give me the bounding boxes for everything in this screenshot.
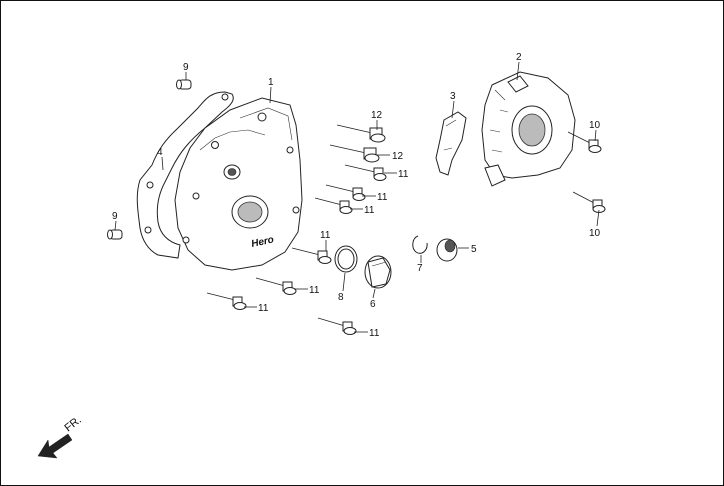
callout-11-e: 11 — [309, 285, 320, 296]
callout-11-a: 11 — [398, 169, 409, 180]
callout-3: 3 — [450, 91, 456, 102]
callout-6: 6 — [370, 299, 376, 310]
callout-11-f: 11 — [258, 303, 269, 314]
part-bolt-11c — [314, 197, 353, 214]
callout-5: 5 — [471, 244, 477, 255]
part-bolt-12a — [336, 124, 386, 143]
part-sprocket-cover — [481, 71, 576, 187]
callout-11-b: 11 — [377, 192, 388, 203]
part-bolt-11b — [325, 184, 366, 201]
part-o-ring-8 — [334, 245, 358, 273]
direction-label: FR. — [62, 414, 83, 434]
callout-11-c: 11 — [364, 205, 375, 216]
part-bolt-11e — [255, 277, 297, 295]
brand-logo: Hero — [250, 234, 275, 249]
part-crankcase-cover: Hero — [174, 97, 303, 271]
callout-11-g: 11 — [369, 328, 380, 339]
callout-labels: 1 2 3 4 5 6 7 8 9 9 10 10 11 11 11 11 11… — [112, 52, 601, 339]
part-bolt-10b — [572, 191, 606, 213]
part-guide-plate — [435, 111, 467, 176]
part-bolt-11d — [291, 247, 332, 264]
callout-8: 8 — [338, 292, 344, 303]
part-bolt-11a — [344, 164, 387, 181]
callout-12-a: 12 — [371, 110, 383, 121]
part-bolt-11f — [206, 292, 247, 310]
part-circlip-7 — [412, 235, 428, 254]
callout-9-top: 9 — [183, 62, 189, 73]
callout-10-upper: 10 — [589, 120, 601, 131]
part-gasket — [136, 91, 234, 259]
part-cap-5 — [436, 238, 458, 262]
callout-7: 7 — [417, 263, 423, 274]
part-bolt-11g — [317, 317, 357, 335]
forward-arrow-icon — [37, 433, 73, 459]
callout-1: 1 — [268, 77, 274, 88]
callout-10-lower: 10 — [589, 228, 601, 239]
callout-4: 4 — [157, 147, 163, 158]
part-dowel-pin-9a — [176, 79, 192, 90]
callout-9-left: 9 — [112, 211, 118, 222]
callout-12-b: 12 — [392, 151, 404, 162]
callout-11-d: 11 — [320, 230, 331, 241]
forward-direction-indicator: FR. — [37, 414, 84, 459]
part-bolt-12b — [329, 144, 380, 163]
part-dowel-pin-9b — [107, 229, 123, 240]
part-hole-cap-6 — [364, 255, 392, 289]
part-bolt-10a — [567, 131, 602, 153]
leader-lines — [114, 61, 600, 333]
callout-2: 2 — [516, 52, 522, 63]
